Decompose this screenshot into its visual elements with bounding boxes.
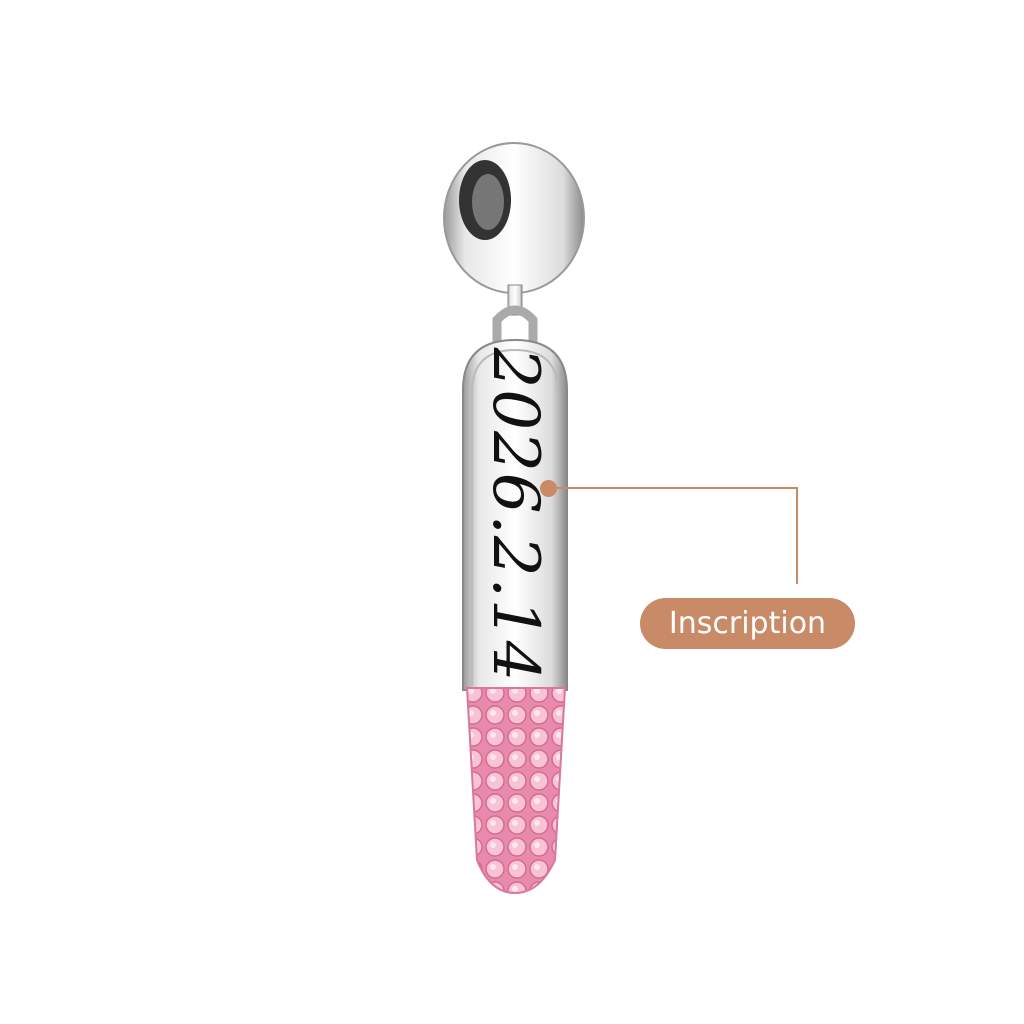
inscription-label: Inscription — [640, 598, 855, 649]
callout-line — [556, 487, 798, 489]
connector-loop — [492, 284, 538, 345]
callout-dot — [540, 480, 557, 497]
bar-body — [462, 338, 568, 691]
bail-ring — [443, 142, 585, 294]
bar-inner-border — [471, 348, 559, 686]
pink-stone-tip — [465, 687, 567, 895]
callout-line — [796, 487, 798, 584]
engraving-text: 2026.2.14 — [478, 347, 552, 683]
